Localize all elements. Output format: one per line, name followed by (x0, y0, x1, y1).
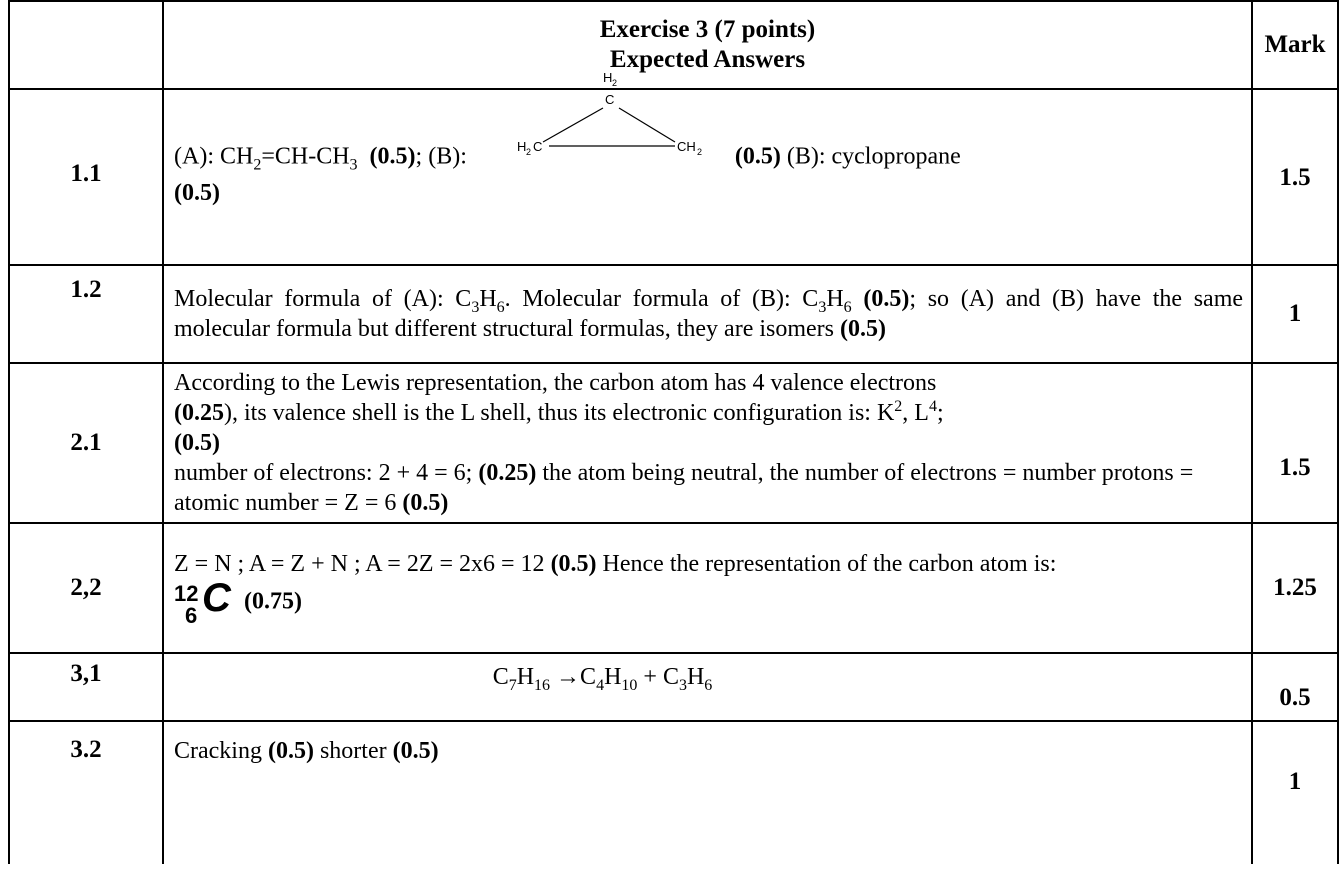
answer-text: number of electrons: 2 + 4 = 6; (174, 460, 473, 486)
struct-left-h: H (517, 139, 526, 154)
expected-answers-title: Expected Answers (609, 46, 806, 73)
exercise-title: Exercise 3 (7 points) (599, 16, 816, 43)
answer-text: Z = N ; A = Z + N ; A = 2Z = 2x6 = 12 (174, 551, 545, 577)
mark-value: 1.5 (1251, 88, 1339, 266)
section-number: 3.2 (8, 720, 164, 864)
answer-cell: According to the Lewis representation, t… (162, 362, 1253, 524)
points: (0.25 (174, 400, 224, 426)
header-empty-cell (8, 0, 164, 90)
answer-text: (A): CH (174, 143, 254, 170)
answer-table: Exercise 3 (7 points) Expected Answers M… (8, 0, 1339, 864)
struct-top-sub: 2 (612, 78, 617, 88)
points: (0.5) (840, 316, 886, 342)
points: (0.5) (267, 738, 314, 764)
struct-top-label: H (603, 70, 612, 85)
table-row: 2,2 Z = N ; A = Z + N ; A = 2Z = 2x6 = 1… (8, 522, 1339, 654)
struct-right-ch: CH (677, 139, 696, 154)
struct-c-label: C (605, 92, 614, 107)
answer-text: Cracking (174, 738, 262, 764)
mark-column-header: Mark (1251, 0, 1339, 90)
answer-cell: Cracking (0.5) shorter (0.5) (162, 720, 1253, 864)
points: (0.5) (402, 490, 449, 516)
mark-value: 1 (1251, 264, 1339, 364)
answer-text: shorter (319, 738, 387, 764)
answer-cell: (A): CH2=CH-CH3 (0.5); (B): H 2 C H 2 C … (162, 70, 1253, 266)
mark-value: 1.25 (1251, 522, 1339, 654)
section-number: 1.2 (8, 264, 164, 364)
answer-text: the atom being neutral, the number of el… (174, 460, 1194, 516)
answer-text: (B): cyclopropane (786, 143, 961, 170)
points: (0.5) (734, 143, 781, 170)
atomic-number: 6 (185, 603, 198, 628)
mark-value: 0.5 (1251, 652, 1339, 722)
points: (0.5) (369, 143, 416, 170)
points: (0.75) (244, 588, 302, 615)
header-row: Exercise 3 (7 points) Expected Answers M… (8, 0, 1339, 90)
mark-value: 1 (1251, 720, 1339, 864)
cyclopropane-structure: H 2 C H 2 C CH 2 (517, 70, 702, 157)
points: (0.5) (550, 551, 597, 577)
answer-cell: Z = N ; A = Z + N ; A = 2Z = 2x6 = 12 (0… (162, 522, 1253, 654)
struct-right-sub: 2 (697, 147, 702, 157)
section-number: 3,1 (8, 652, 164, 722)
points: (0.25) (478, 460, 537, 486)
subscript: 3 (349, 156, 358, 174)
table-row: 1.2 Molecular formula of (A): C3H6. Mole… (8, 264, 1339, 364)
points: (0.5) (174, 430, 220, 456)
points: (0.5) (863, 286, 910, 312)
answer-text: Hence the representation of the carbon a… (602, 551, 1057, 577)
table-row: 3.2 Cracking (0.5) shorter (0.5) 1 (8, 720, 1339, 864)
reaction-arrow: → (550, 664, 581, 690)
struct-left-c: C (533, 139, 542, 154)
table-row: 3,1 C7H16 →C4H10 + C3H6 0.5 (8, 652, 1339, 722)
table-row: 2.1 According to the Lewis representatio… (8, 362, 1339, 524)
answer-cell: Molecular formula of (A): C3H6. Molecula… (162, 264, 1253, 364)
mass-number: 12 (174, 581, 199, 606)
answer-text: Molecular formula of (A): C (174, 286, 472, 312)
points: (0.5) (174, 180, 220, 206)
answer-text: =CH-CH (261, 143, 350, 170)
points: (0.5) (392, 738, 439, 764)
struct-left-sub: 2 (526, 147, 531, 157)
section-number: 1.1 (8, 88, 164, 266)
section-number: 2,2 (8, 522, 164, 654)
header-title-cell: Exercise 3 (7 points) Expected Answers (162, 0, 1253, 90)
carbon-isotope-symbol: 12 6 C (174, 576, 238, 628)
answer-text: ), its valence shell is the L shell, thu… (224, 400, 895, 426)
answer-text: ; so (A) and (B) have the same molecular… (174, 286, 1244, 342)
answer-text: ; (B): (415, 143, 467, 170)
section-number: 2.1 (8, 362, 164, 524)
table-row: 1.1 (A): CH2=CH-CH3 (0.5); (B): H 2 C H … (8, 70, 1339, 266)
subscript: 2 (253, 156, 262, 174)
element-symbol: C (202, 576, 231, 620)
answer-cell: C7H16 →C4H10 + C3H6 (162, 652, 1253, 722)
mark-value: 1.5 (1251, 362, 1339, 524)
answer-text: According to the Lewis representation, t… (174, 370, 937, 396)
